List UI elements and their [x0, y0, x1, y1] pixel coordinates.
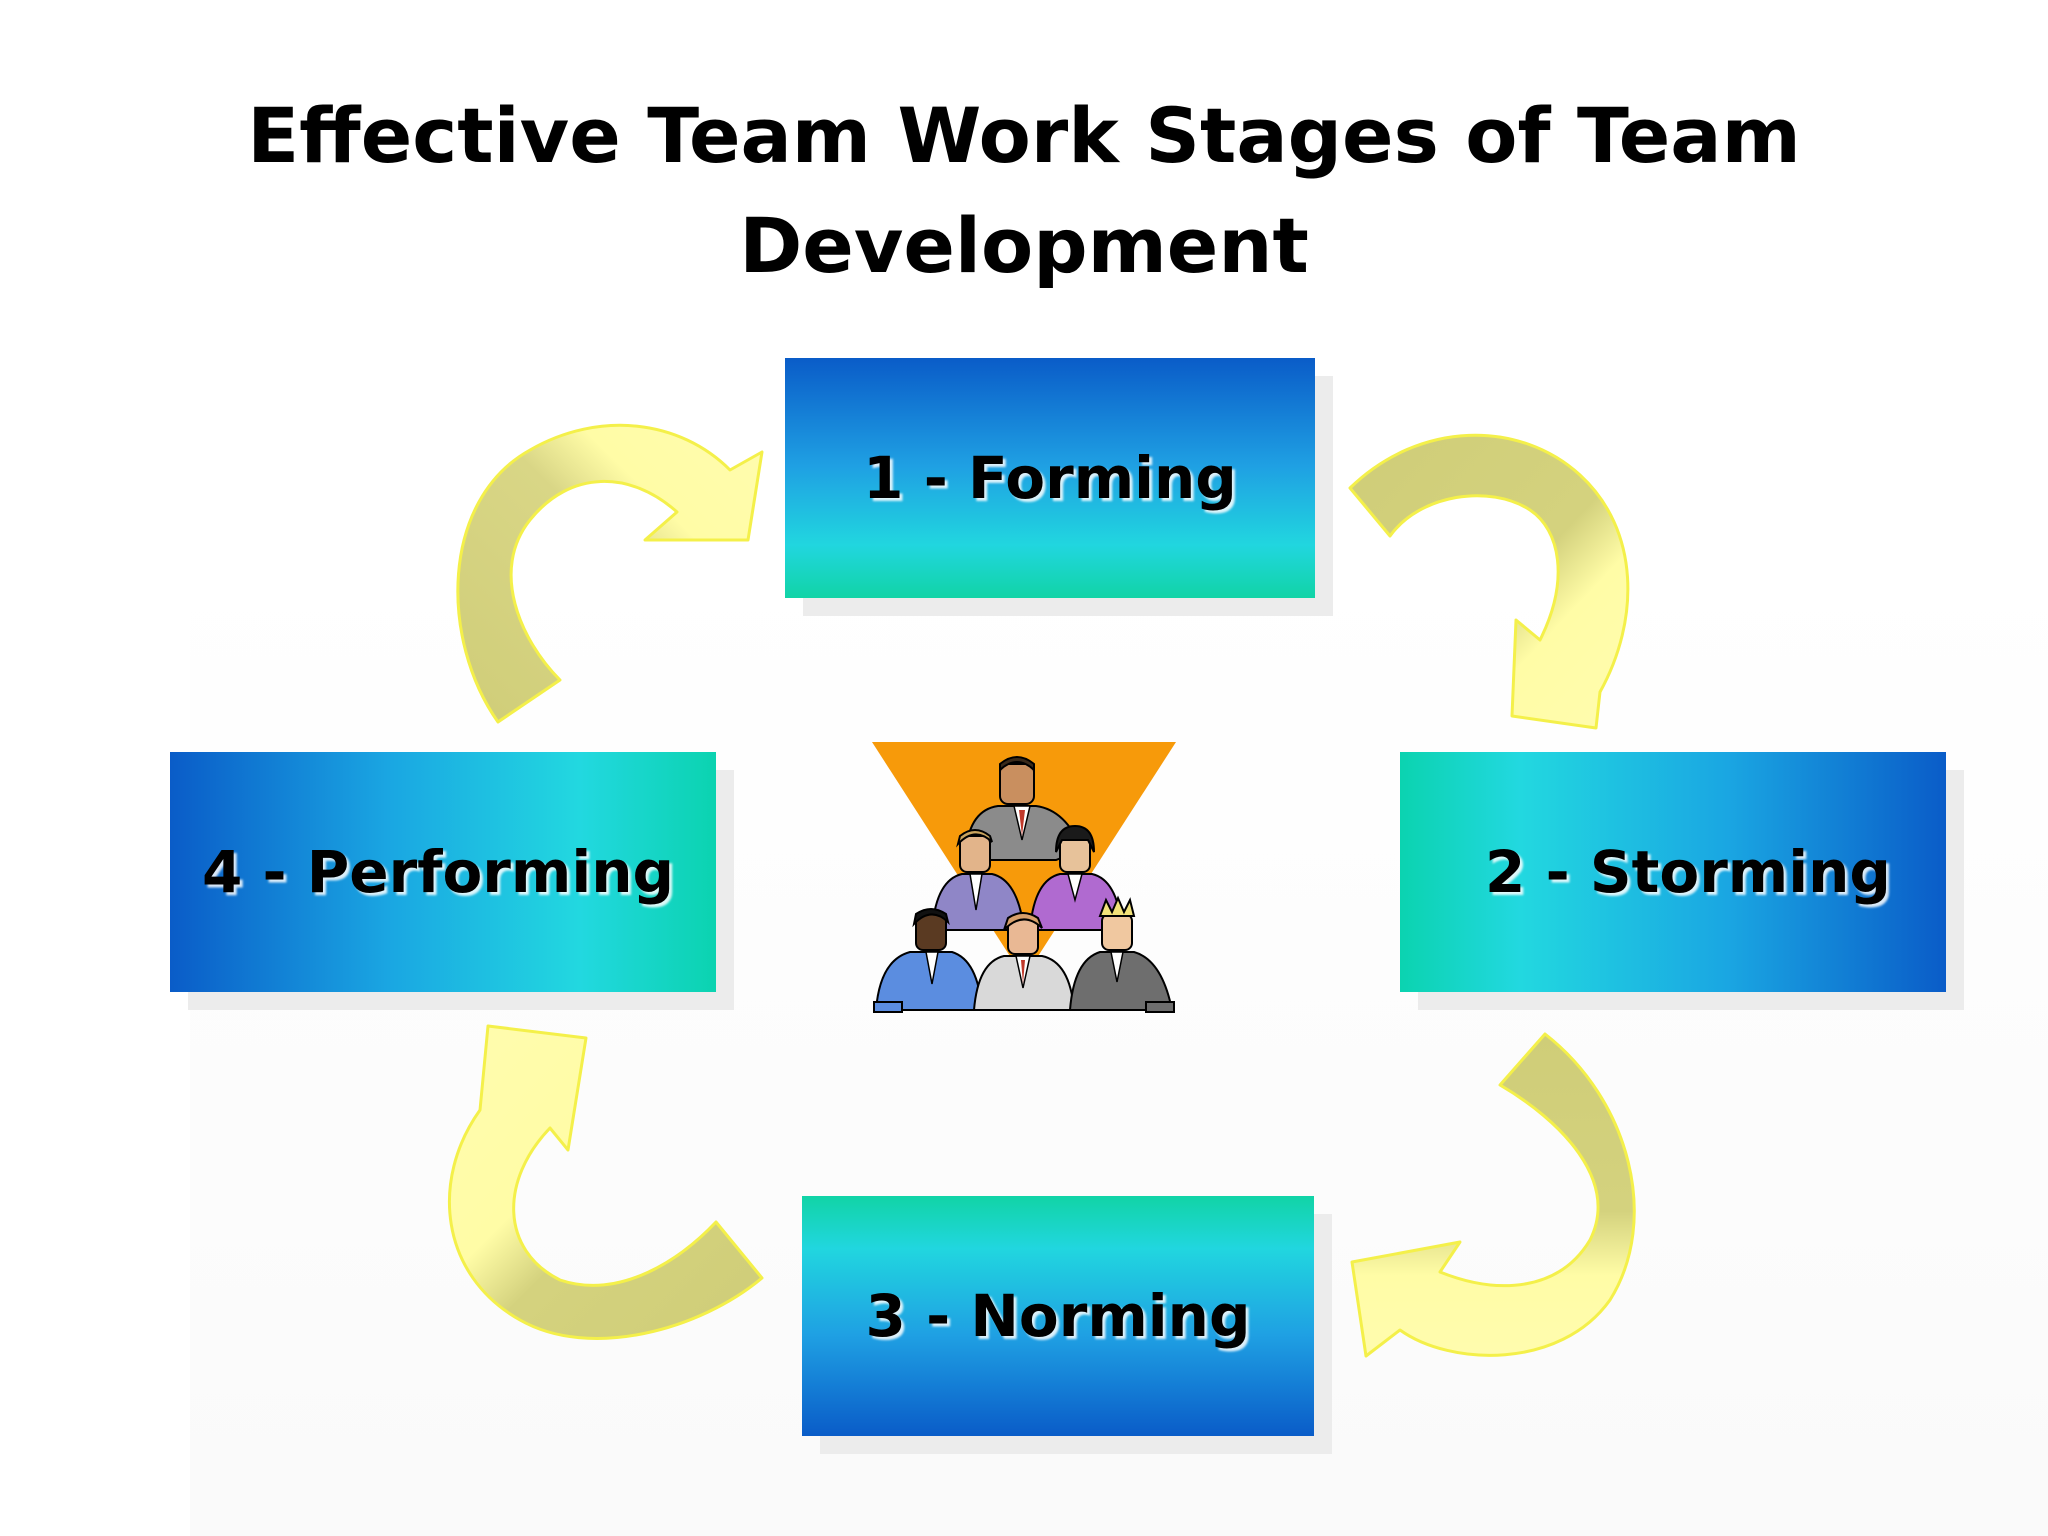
stage-label-forming: 1 - Forming	[863, 444, 1237, 512]
arrow-norming-to-performing-icon	[447, 1024, 764, 1340]
arrow-performing-to-forming-icon	[456, 423, 764, 724]
team-pyramid-icon	[872, 742, 1176, 1013]
stage-box-norming: 3 - Norming	[802, 1196, 1314, 1436]
person-middle-right-icon	[1028, 824, 1124, 931]
person-middle-left-icon	[930, 829, 1026, 931]
person-bottom-left-icon	[873, 908, 984, 1013]
stage-label-storming: 2 - Storming	[1485, 838, 1891, 906]
stage-label-norming: 3 - Norming	[865, 1282, 1251, 1350]
arrow-forming-to-storming-icon	[1348, 433, 1630, 730]
slide-title-line-2: Development	[739, 201, 1309, 290]
stage-box-forming: 1 - Forming	[785, 358, 1315, 598]
stage-box-storming: 2 - Storming	[1400, 752, 1946, 992]
slide-title-line-1: Effective Team Work Stages of Team	[247, 91, 1801, 180]
person-bottom-right-icon	[1068, 895, 1175, 1013]
person-top-icon	[964, 756, 1084, 861]
stage-label-performing: 4 - Performing	[201, 838, 675, 906]
arrow-storming-to-norming-icon	[1350, 1032, 1636, 1358]
stage-box-performing: 4 - Performing	[170, 752, 716, 992]
person-bottom-middle-icon	[972, 912, 1076, 1011]
